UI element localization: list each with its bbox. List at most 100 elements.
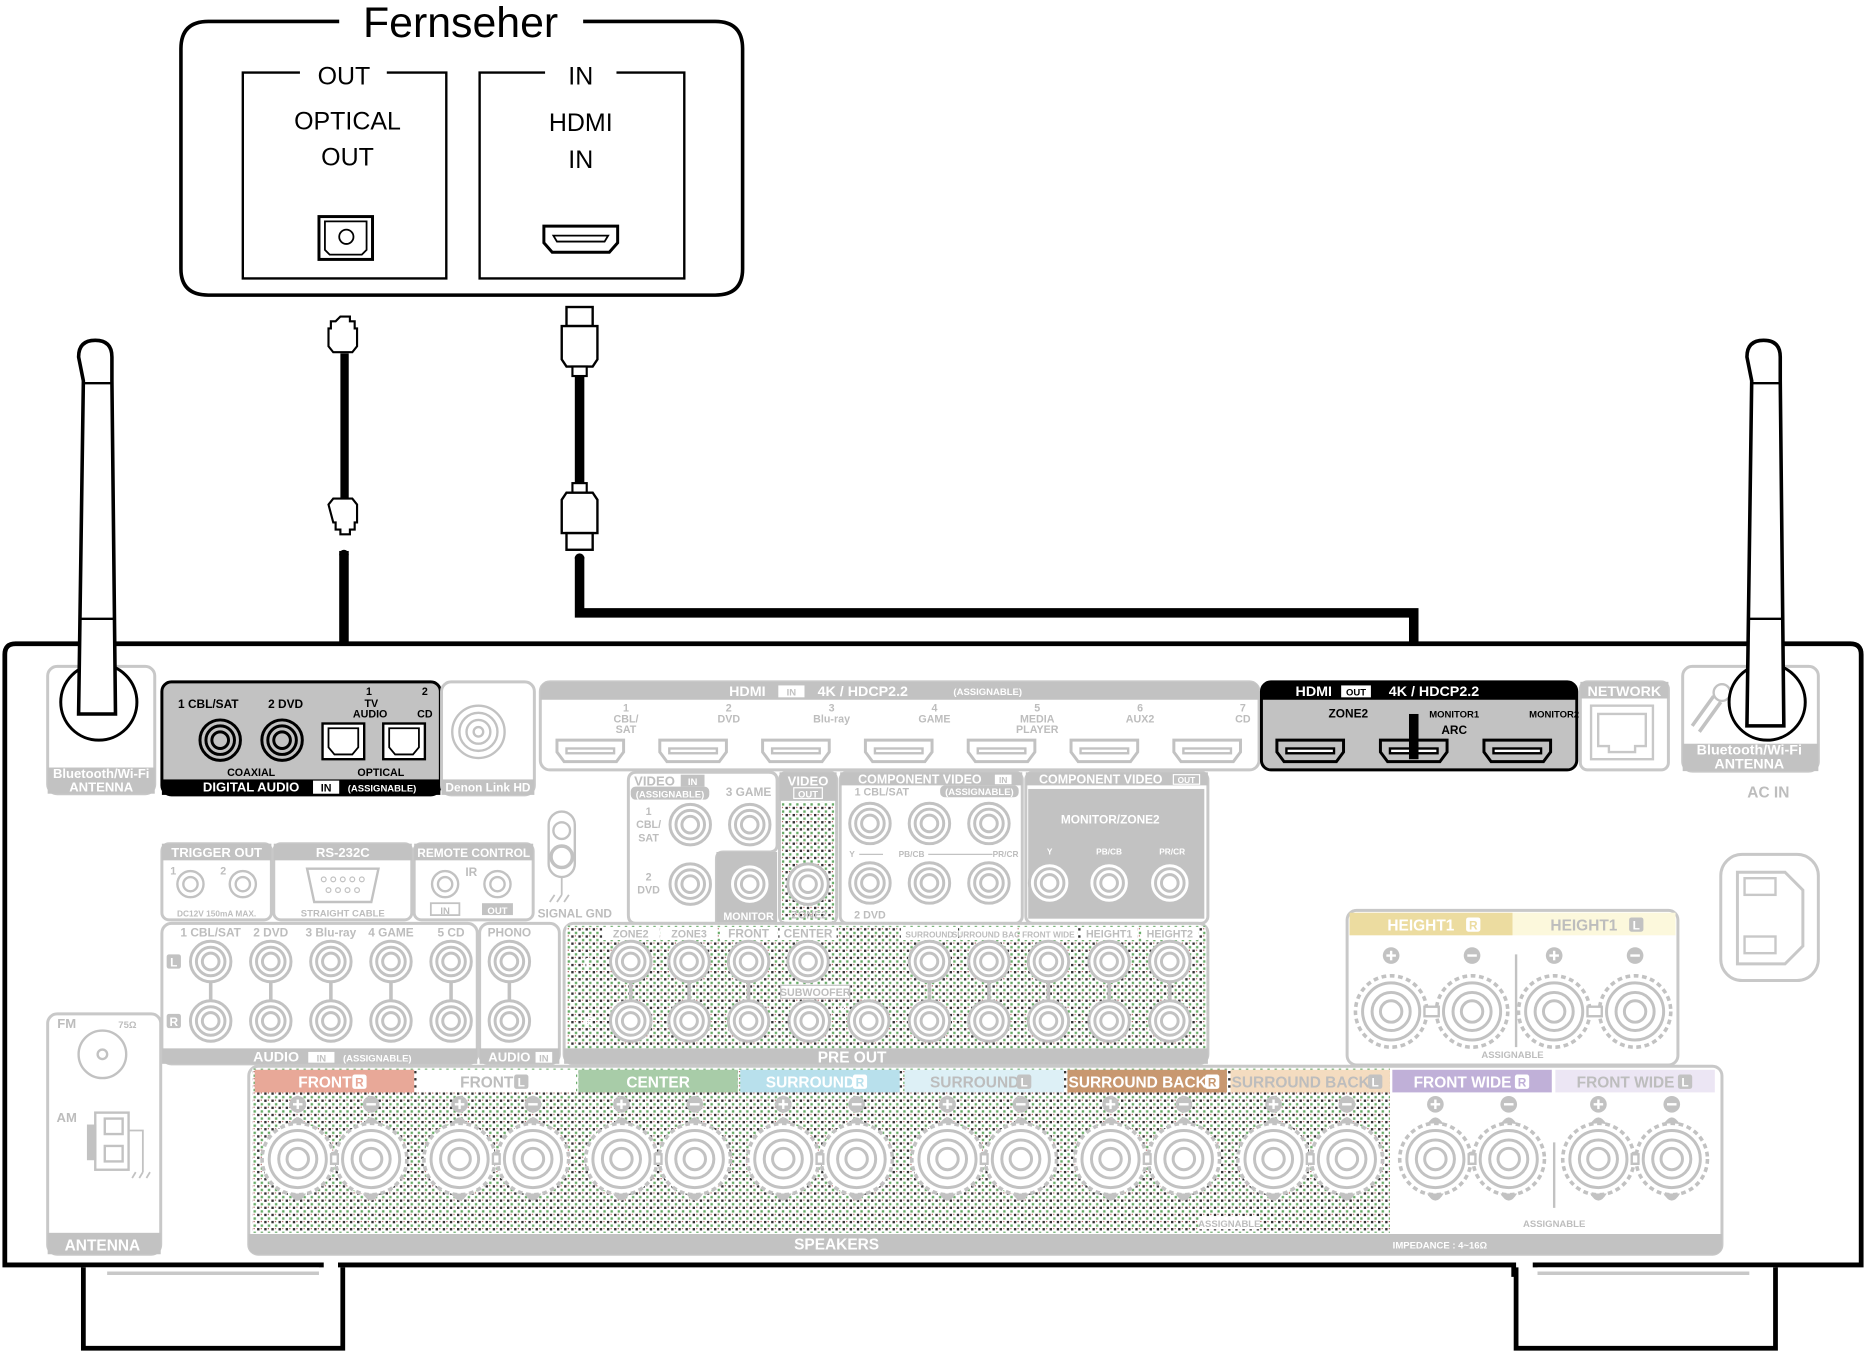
hdmi-port-icon[interactable] xyxy=(542,224,620,254)
optical-in-port-2[interactable] xyxy=(382,722,427,761)
speaker-terminal-plus[interactable] xyxy=(1560,1121,1636,1197)
phono-port-r[interactable] xyxy=(487,999,532,1043)
subwoofer-port-1[interactable] xyxy=(787,999,831,1043)
pre-out-port-r[interactable] xyxy=(667,999,711,1043)
pre-out-port-l[interactable] xyxy=(726,939,771,984)
subwoofer-port-2[interactable] xyxy=(847,999,891,1043)
hdmi-port-icon[interactable] xyxy=(1275,738,1346,764)
rs232c-port-icon[interactable] xyxy=(305,867,380,904)
optical-in-port-1[interactable] xyxy=(321,722,366,761)
component-in-1-y[interactable] xyxy=(848,801,892,846)
pre-out-port-r[interactable] xyxy=(907,999,952,1043)
component-out-pb[interactable] xyxy=(1087,861,1131,905)
denon-link-port[interactable] xyxy=(451,704,506,760)
speaker-terminal-plus[interactable] xyxy=(745,1121,821,1197)
video-out-zone2-port[interactable] xyxy=(786,862,830,906)
hdmi-port-icon[interactable] xyxy=(1482,738,1553,764)
component-in-1-pr[interactable] xyxy=(967,801,1011,846)
hdmi-out-port-1[interactable]: ZONE2 xyxy=(1275,707,1369,764)
remote-out-port[interactable] xyxy=(483,869,512,899)
speaker-terminal-plus[interactable] xyxy=(910,1121,985,1197)
ethernet-port-icon[interactable] xyxy=(1589,704,1655,761)
speaker-terminal-plus[interactable] xyxy=(1353,973,1429,1049)
trigger-out-port-2[interactable] xyxy=(228,869,258,899)
speaker-terminal-minus[interactable] xyxy=(819,1121,895,1197)
hdmi-port-icon[interactable] xyxy=(1172,738,1242,764)
video-in-port-3[interactable] xyxy=(728,802,772,847)
pre-out-port-l[interactable] xyxy=(1026,939,1071,984)
pre-out-port-l[interactable] xyxy=(667,939,711,984)
trigger-out-port-1[interactable] xyxy=(176,869,205,899)
audio-in-port-r[interactable] xyxy=(369,999,413,1043)
pre-out-port-l[interactable] xyxy=(1148,939,1192,984)
fm-antenna-port[interactable] xyxy=(77,1029,128,1080)
remote-in-port[interactable] xyxy=(430,869,460,899)
speaker-terminal-minus[interactable] xyxy=(1309,1121,1385,1197)
pre-out-port-l[interactable] xyxy=(786,939,830,984)
pre-out-port-r[interactable] xyxy=(1148,999,1192,1043)
component-out-y[interactable] xyxy=(1027,861,1072,905)
pre-out-port-l[interactable] xyxy=(967,939,1011,984)
speaker-terminal-plus[interactable] xyxy=(1073,1121,1149,1197)
speaker-terminal-plus[interactable] xyxy=(583,1121,659,1197)
antenna-left-icon[interactable] xyxy=(76,338,118,716)
audio-in-port-l[interactable] xyxy=(369,939,413,984)
coax-port-2[interactable] xyxy=(260,718,304,762)
hdmi-out-port-3[interactable]: MONITOR2 xyxy=(1482,710,1579,764)
audio-in-port-r[interactable] xyxy=(309,999,353,1043)
speaker-terminal-minus[interactable] xyxy=(1597,973,1673,1049)
hdmi-port-icon[interactable] xyxy=(966,738,1037,764)
video-monitor-out-port[interactable] xyxy=(728,862,772,906)
hdmi-port-icon[interactable] xyxy=(1069,738,1140,764)
pre-out-port-r[interactable] xyxy=(967,999,1011,1043)
audio-in-port-l[interactable] xyxy=(429,939,473,984)
audio-in-port-l[interactable] xyxy=(188,939,233,984)
pre-out-port-r[interactable] xyxy=(1087,999,1131,1043)
component-in-2-pr[interactable] xyxy=(967,861,1011,905)
speaker-terminal-plus[interactable] xyxy=(422,1121,498,1197)
hdmi-port-icon[interactable] xyxy=(555,738,626,764)
component-in-2-pb[interactable] xyxy=(907,861,952,905)
speaker-terminal-minus[interactable] xyxy=(1434,973,1510,1049)
phono-port-l[interactable] xyxy=(487,939,532,984)
speaker-terminal-minus[interactable] xyxy=(1634,1121,1710,1197)
optical-port-icon[interactable] xyxy=(317,215,375,261)
speaker-terminal-plus[interactable] xyxy=(1236,1121,1312,1197)
component-in-2-y[interactable] xyxy=(848,861,892,905)
hdmi-port-icon[interactable] xyxy=(658,738,728,764)
antenna-right-icon[interactable] xyxy=(1745,338,1786,728)
speaker-terminal-minus[interactable] xyxy=(333,1121,409,1197)
signal-gnd-terminal[interactable] xyxy=(549,844,575,870)
hdmi-in-port-7[interactable]: 7CD xyxy=(1172,703,1251,764)
speaker-terminal-plus[interactable] xyxy=(260,1121,336,1197)
pre-out-port-r[interactable] xyxy=(1026,999,1071,1043)
component-in-1-pb[interactable] xyxy=(907,801,952,846)
video-in-port-2[interactable] xyxy=(668,862,712,906)
speaker-terminal-plus[interactable] xyxy=(1397,1121,1473,1197)
pre-out-port-r[interactable] xyxy=(726,999,771,1043)
speaker-terminal-minus[interactable] xyxy=(1471,1121,1547,1197)
audio-in-port-r[interactable] xyxy=(188,999,233,1043)
pre-out-port-l[interactable] xyxy=(609,939,653,984)
audio-in-port-r[interactable] xyxy=(429,999,473,1043)
speaker-terminal-minus[interactable] xyxy=(1146,1121,1222,1197)
audio-in-port-r[interactable] xyxy=(249,999,293,1043)
am-antenna-terminal[interactable] xyxy=(86,1111,151,1179)
component-out-pr[interactable] xyxy=(1148,861,1192,905)
pre-out-port-r[interactable] xyxy=(609,999,653,1043)
speaker-terminal-minus[interactable] xyxy=(495,1121,571,1197)
speaker-terminal-minus[interactable] xyxy=(657,1121,733,1197)
video-in-port-1[interactable] xyxy=(668,802,712,847)
hdmi-port-icon[interactable] xyxy=(863,738,934,764)
pre-out-port-l[interactable] xyxy=(907,939,952,984)
hdmi-port-icon[interactable] xyxy=(761,738,831,764)
audio-in-port-l[interactable] xyxy=(249,939,293,984)
audio-in-port-l[interactable] xyxy=(309,939,353,984)
